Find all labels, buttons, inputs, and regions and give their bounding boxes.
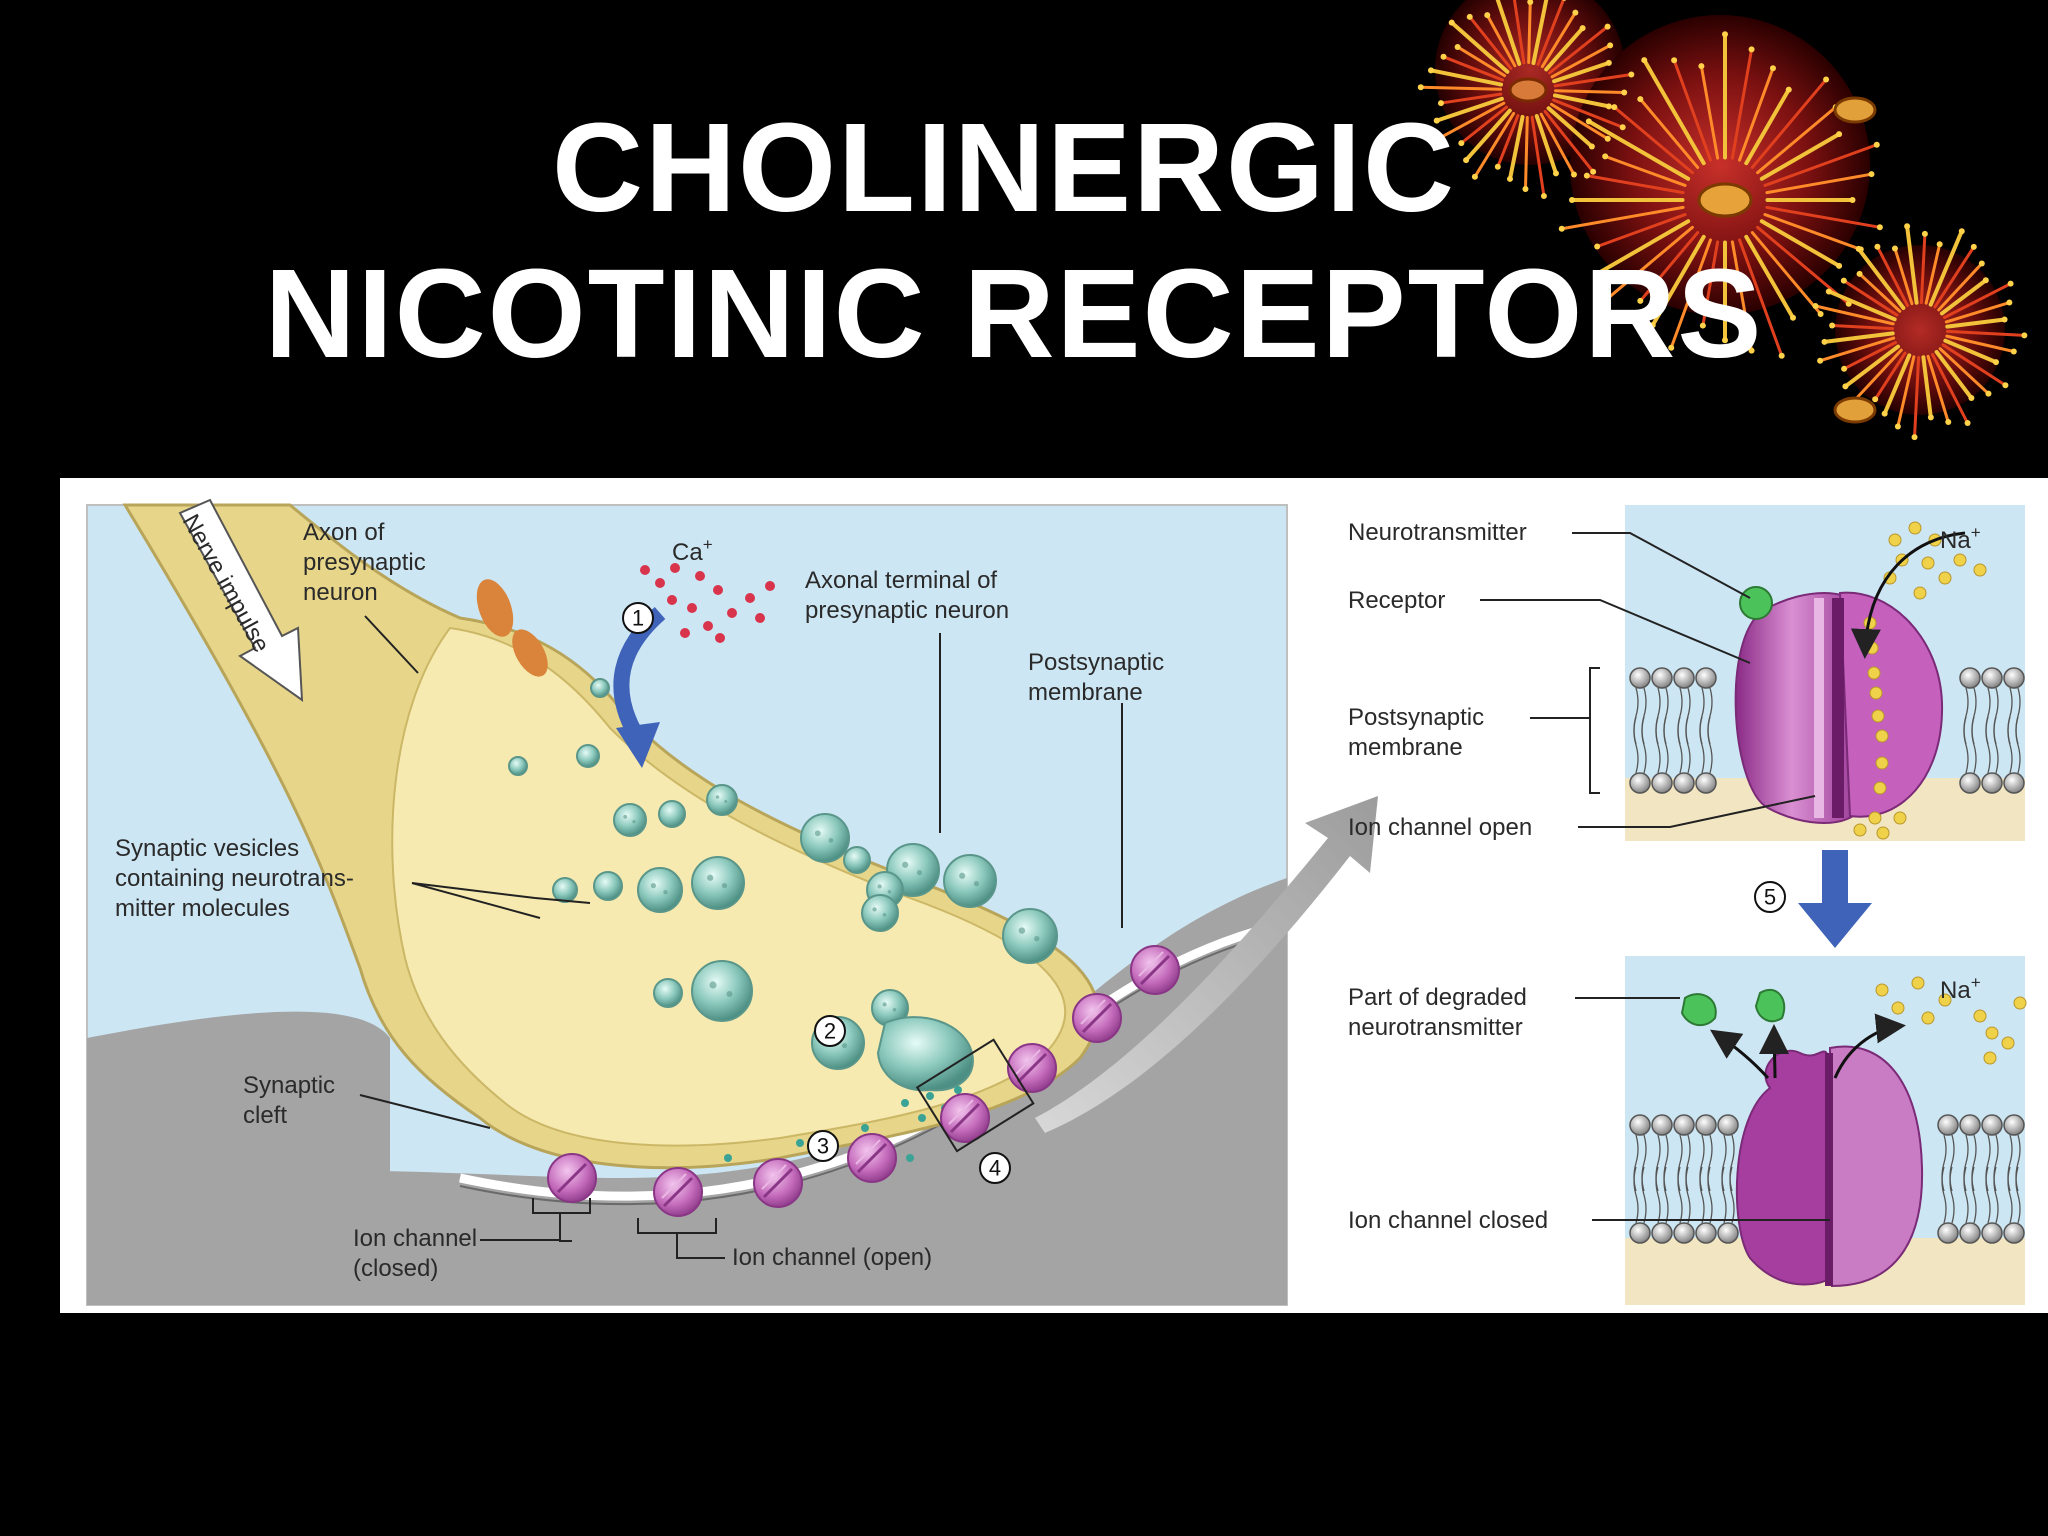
svg-text:Ca+: Ca+ <box>672 535 713 566</box>
svg-text:4: 4 <box>989 1156 1001 1181</box>
svg-text:1: 1 <box>632 606 644 631</box>
svg-text:Axon of: Axon of <box>303 519 385 546</box>
title-line-2: NICOTINIC RECEPTORS <box>264 243 1764 384</box>
svg-text:Ion channel: Ion channel <box>353 1225 477 1252</box>
ion-channel-open-right-label: Ion channel open <box>1348 814 1532 841</box>
svg-text:5: 5 <box>1764 885 1776 910</box>
axon-label-3: neuron <box>303 579 378 606</box>
axonal-terminal-label-1: Axonal terminal of <box>805 567 997 594</box>
svg-text:cleft: cleft <box>243 1102 287 1129</box>
synaptic-cleft-label-1: Synaptic <box>243 1072 335 1099</box>
ion-channel-closed-label-2: (closed) <box>353 1255 438 1282</box>
svg-text:Postsynaptic: Postsynaptic <box>1028 649 1164 676</box>
right-postsynaptic-membrane-label-2: membrane <box>1348 734 1463 761</box>
svg-text:Na+: Na+ <box>1940 523 1981 554</box>
step-2-marker: 2 <box>814 1015 846 1047</box>
degraded-fragment-1 <box>1680 993 1717 1027</box>
svg-text:2: 2 <box>824 1019 836 1044</box>
svg-text:mitter molecules: mitter molecules <box>115 895 290 922</box>
step-4-marker: 4 <box>979 1152 1011 1184</box>
slide-title: CHOLINERGIC NICOTINIC RECEPTORS <box>0 95 2048 387</box>
bound-neurotransmitter <box>1739 586 1773 620</box>
degraded-label-1: Part of degraded <box>1348 984 1527 1011</box>
svg-text:Part of degraded: Part of degraded <box>1348 984 1527 1011</box>
title-line-1: CHOLINERGIC <box>552 97 1456 238</box>
vesicles-label-3: mitter molecules <box>115 895 290 922</box>
step-1-marker: 1 <box>622 602 654 634</box>
svg-text:neurotransmitter: neurotransmitter <box>1348 1014 1523 1041</box>
sodium-sup-bottom: + <box>1971 973 1981 992</box>
degraded-label-2: neurotransmitter <box>1348 1014 1523 1041</box>
right-panel-receptor: 5 Neurotransmitter Receptor Postsynaptic… <box>1348 505 2027 1305</box>
svg-text:presynaptic neuron: presynaptic neuron <box>805 597 1009 624</box>
sodium-label-bottom: Na <box>1940 977 1971 1004</box>
zoom-box <box>915 1038 1035 1153</box>
svg-text:Na+: Na+ <box>1940 973 1981 1004</box>
synapse-figure: Nerve impulse <box>60 478 2048 1313</box>
step-3-marker: 3 <box>807 1130 839 1162</box>
sodium-sup-top: + <box>1971 523 1981 542</box>
svg-text:containing neurotrans-: containing neurotrans- <box>115 865 354 892</box>
svg-text:neuron: neuron <box>303 579 378 606</box>
ion-channel-open-label: Ion channel (open) <box>732 1244 932 1271</box>
svg-text:3: 3 <box>817 1134 829 1159</box>
svg-text:membrane: membrane <box>1028 679 1143 706</box>
svg-text:Synaptic: Synaptic <box>243 1072 335 1099</box>
vesicles-label-1: Synaptic vesicles <box>115 835 299 862</box>
ion-channel-closed-right-label: Ion channel closed <box>1348 1207 1548 1234</box>
calcium-sup: + <box>703 535 713 554</box>
svg-text:membrane: membrane <box>1348 734 1463 761</box>
svg-text:Postsynaptic: Postsynaptic <box>1348 704 1484 731</box>
synaptic-cleft-label-2: cleft <box>243 1102 287 1129</box>
axon-label-1: Axon of <box>303 519 385 546</box>
svg-text:Synaptic vesicles: Synaptic vesicles <box>115 835 299 862</box>
degraded-fragment-2 <box>1754 988 1786 1023</box>
svg-text:presynaptic: presynaptic <box>303 549 426 576</box>
step-5-arrow <box>1798 850 1872 948</box>
axonal-terminal-label-2: presynaptic neuron <box>805 597 1009 624</box>
svg-text:(closed): (closed) <box>353 1255 438 1282</box>
ion-channel-closed-label-1: Ion channel <box>353 1225 477 1252</box>
zoom-arrow <box>1035 796 1378 1133</box>
right-postsynaptic-membrane-label-1: Postsynaptic <box>1348 704 1484 731</box>
calcium-ions <box>640 563 775 643</box>
svg-text:Axonal terminal of: Axonal terminal of <box>805 567 997 594</box>
calcium-label: Ca <box>672 539 703 566</box>
postsynaptic-membrane-label-2: membrane <box>1028 679 1143 706</box>
step-5-marker: 5 <box>1754 881 1786 913</box>
decorative-firework-graphic <box>1417 0 2028 441</box>
ion-channels <box>547 945 1180 1217</box>
postsynaptic-membrane-label-1: Postsynaptic <box>1028 649 1164 676</box>
axon-label-2: presynaptic <box>303 549 426 576</box>
neurotransmitter-label: Neurotransmitter <box>1348 519 1527 546</box>
vesicles-label-2: containing neurotrans- <box>115 865 354 892</box>
left-panel-synapse: Nerve impulse <box>86 498 1289 1306</box>
sodium-label-top: Na <box>1940 527 1971 554</box>
receptor-label: Receptor <box>1348 587 1445 614</box>
